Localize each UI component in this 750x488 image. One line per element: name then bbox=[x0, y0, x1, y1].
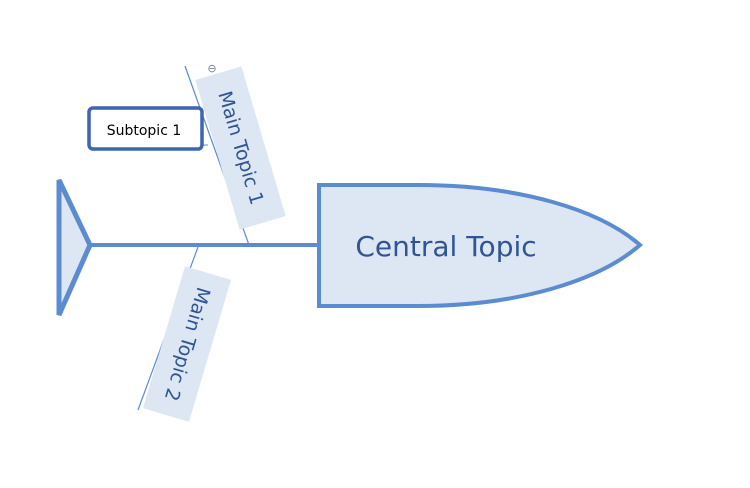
fish-tail bbox=[56, 178, 93, 317]
main-topic-1-box[interactable]: Main Topic 1 bbox=[195, 66, 286, 230]
central-topic-label: Central Topic bbox=[355, 230, 536, 263]
subtopic-1-label: Subtopic 1 bbox=[107, 123, 182, 139]
subtopic-1-box[interactable] bbox=[87, 106, 204, 151]
main-topic-2-box[interactable]: Main Topic 2 bbox=[142, 266, 232, 422]
collapse-toggle-icon[interactable]: ⊖ bbox=[207, 62, 216, 75]
central-topic-shape[interactable] bbox=[317, 183, 644, 308]
